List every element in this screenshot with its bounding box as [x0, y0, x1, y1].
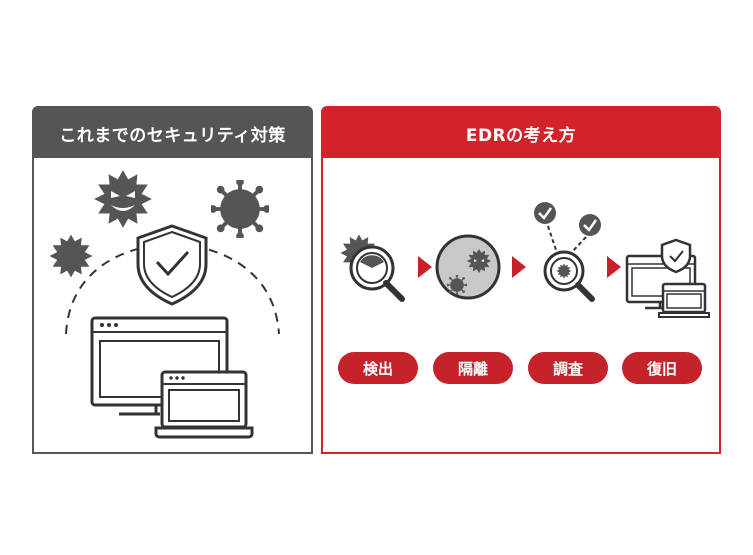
arrow-right-icon — [418, 256, 432, 278]
investigate-icon — [534, 202, 601, 302]
arrow-right-icon — [607, 256, 621, 278]
detect-magnifier-icon — [340, 234, 405, 302]
isolate-icon — [435, 234, 501, 300]
edr-concept-panel: EDRの考え方 — [321, 106, 721, 454]
legacy-security-panel: これまでのセキュリティ対策 — [32, 106, 313, 454]
recover-icon — [625, 238, 710, 318]
laptop-icon — [154, 370, 254, 439]
step-investigate-label: 調査 — [528, 352, 608, 384]
shield-check-icon — [136, 224, 208, 306]
legacy-security-title: これまでのセキュリティ対策 — [34, 108, 311, 158]
step-isolate-label: 隔離 — [433, 352, 513, 384]
step-recover-label: 復旧 — [622, 352, 702, 384]
arrow-right-icon — [512, 256, 526, 278]
edr-concept-title: EDRの考え方 — [323, 108, 719, 158]
angry-virus-icon — [94, 170, 152, 228]
desktop-monitor-icon — [90, 316, 229, 416]
step-detect-label: 検出 — [338, 352, 418, 384]
